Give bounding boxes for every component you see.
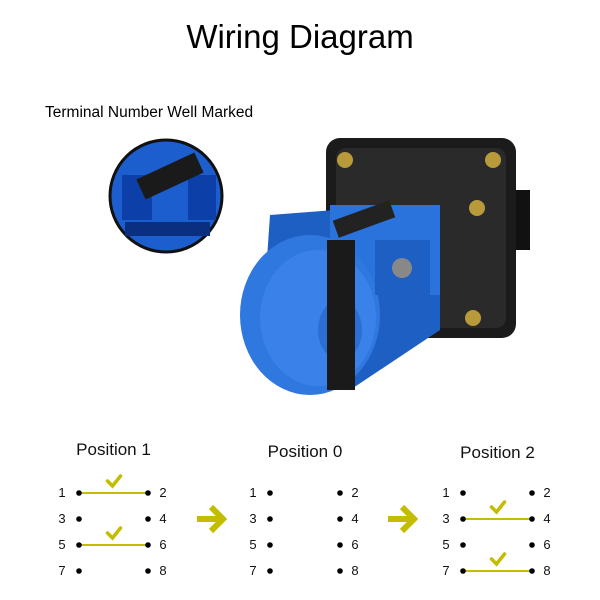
screw-icon bbox=[465, 310, 481, 326]
terminal-dot bbox=[337, 542, 343, 548]
terminal-number: 1 bbox=[58, 485, 66, 500]
terminal-dot bbox=[267, 516, 273, 522]
terminal-number: 5 bbox=[442, 537, 450, 552]
terminal-number: 4 bbox=[543, 511, 551, 526]
terminal-number: 5 bbox=[58, 537, 66, 552]
terminal-dot bbox=[460, 516, 466, 522]
terminal-number: 5 bbox=[249, 537, 257, 552]
terminal-dot bbox=[529, 490, 535, 496]
terminal-number: 1 bbox=[442, 485, 450, 500]
terminal-dot bbox=[529, 542, 535, 548]
checkmark-icon bbox=[489, 500, 507, 515]
page-title: Wiring Diagram bbox=[186, 18, 414, 55]
terminal-dot bbox=[529, 516, 535, 522]
position-label: Position 0 bbox=[267, 442, 343, 461]
terminal-dot bbox=[145, 490, 151, 496]
terminal-closeup-inset bbox=[108, 138, 224, 254]
checkmark-icon bbox=[489, 552, 507, 567]
terminal-number: 2 bbox=[351, 485, 359, 500]
checkmark-icon bbox=[105, 474, 123, 489]
terminal-number: 6 bbox=[159, 537, 167, 552]
terminal-dot bbox=[460, 568, 466, 574]
right-arrow-icon bbox=[388, 504, 419, 534]
terminal-number: 3 bbox=[249, 511, 257, 526]
screw-icon bbox=[337, 152, 353, 168]
position-label: Position 1 bbox=[76, 440, 151, 459]
terminal-dot bbox=[145, 542, 151, 548]
terminal-number: 3 bbox=[58, 511, 66, 526]
terminal-number: 8 bbox=[159, 563, 167, 578]
terminal-dot bbox=[460, 490, 466, 496]
checkmark-icon bbox=[105, 526, 123, 541]
terminal-number: 7 bbox=[249, 563, 257, 578]
terminal-number: 4 bbox=[351, 511, 359, 526]
terminal-number: 3 bbox=[442, 511, 450, 526]
terminal-number: 6 bbox=[351, 537, 359, 552]
terminal-number: 8 bbox=[543, 563, 551, 578]
screw-icon bbox=[469, 200, 485, 216]
terminal-dot bbox=[76, 542, 82, 548]
terminal-dot bbox=[145, 516, 151, 522]
terminal-dot bbox=[76, 490, 82, 496]
position-label: Position 2 bbox=[460, 443, 535, 462]
terminal-dot bbox=[529, 568, 535, 574]
terminal-number: 1 bbox=[249, 485, 257, 500]
right-arrow-icon bbox=[197, 504, 228, 534]
terminal-dot bbox=[76, 516, 82, 522]
terminal-dot bbox=[337, 516, 343, 522]
terminal-dot bbox=[337, 568, 343, 574]
terminal-dot bbox=[267, 542, 273, 548]
terminal-number: 4 bbox=[159, 511, 167, 526]
terminal-number: 2 bbox=[159, 485, 167, 500]
terminal-dot bbox=[337, 490, 343, 496]
terminal-dot bbox=[76, 568, 82, 574]
terminal-number: 2 bbox=[543, 485, 551, 500]
terminal-number: 8 bbox=[351, 563, 359, 578]
switch-body bbox=[240, 200, 440, 395]
terminal-dot bbox=[267, 490, 273, 496]
subtitle: Terminal Number Well Marked bbox=[45, 104, 254, 121]
terminal-dot bbox=[267, 568, 273, 574]
terminal-number: 6 bbox=[543, 537, 551, 552]
terminal-dot bbox=[145, 568, 151, 574]
terminal-number: 7 bbox=[58, 563, 66, 578]
terminal-number: 7 bbox=[442, 563, 450, 578]
terminal-dot bbox=[460, 542, 466, 548]
wiring-diagram bbox=[76, 474, 535, 574]
screw-icon bbox=[485, 152, 501, 168]
